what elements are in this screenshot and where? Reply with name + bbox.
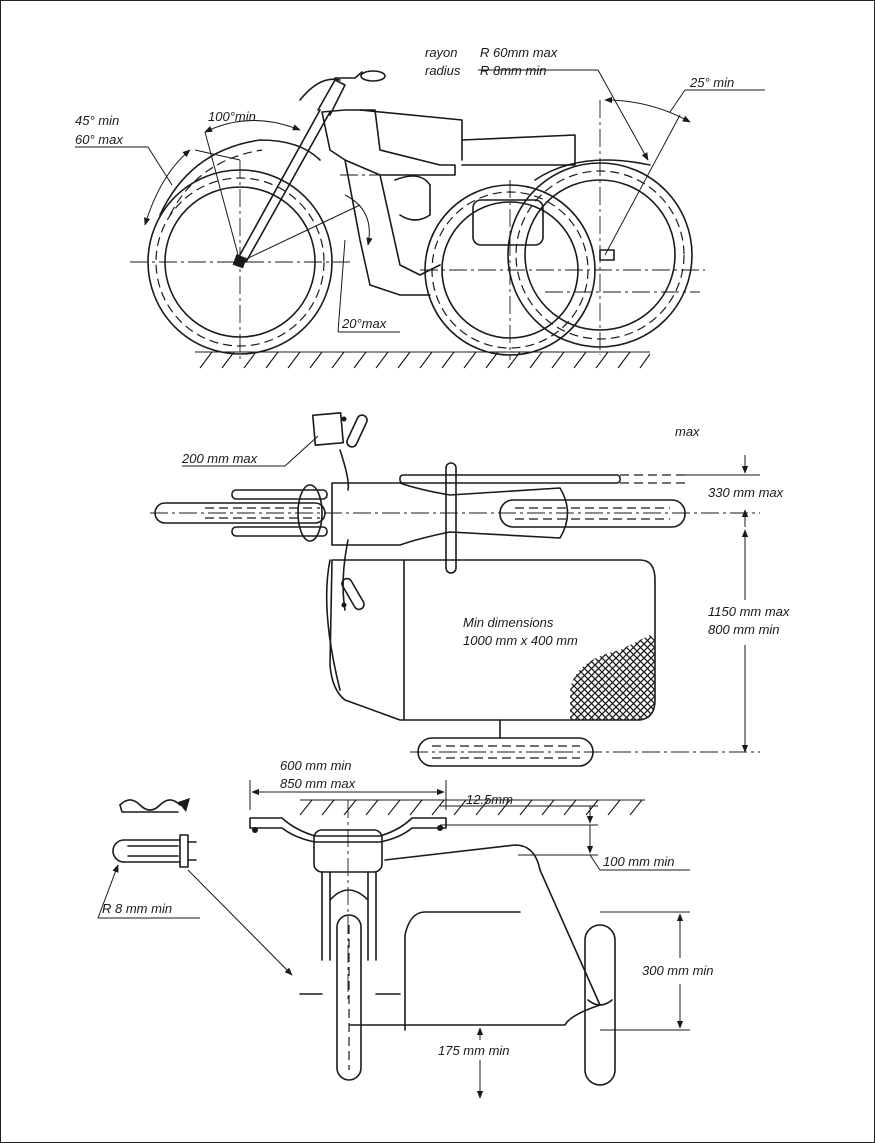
top-max-label: max <box>675 424 700 439</box>
ground-line-side <box>195 351 651 369</box>
side-view: rayon R 60mm max radius R 8mm min 25° mi… <box>75 45 765 369</box>
motorcycle-frame <box>321 109 576 296</box>
front-view: 600 mm min 850 mm max 12.5mm 100 mm min … <box>97 758 714 1099</box>
end-drop: 100 mm min <box>603 854 675 869</box>
mirror-dimension: 200 mm max <box>181 451 258 466</box>
track-min: 800 mm min <box>708 622 780 637</box>
top-view: max 200 mm max 330 mm max 1150 mm max 80… <box>150 412 790 767</box>
radius-end: R 8 mm min <box>102 901 172 916</box>
hatch-area <box>570 635 655 720</box>
top-rear-tyre <box>499 499 686 528</box>
box-size: 1000 mm x 400 mm <box>463 633 578 648</box>
angle-25-label: 25° min <box>689 75 734 90</box>
angle-100-label: 100°min <box>208 109 256 124</box>
handlebar-max: 850 mm max <box>280 776 356 791</box>
front-wheel <box>130 160 350 360</box>
end-dimension: 12.5mm <box>466 792 513 807</box>
front-sidecar-wheel <box>584 924 616 1086</box>
rayon-word: rayon <box>425 45 458 60</box>
top-body <box>331 482 569 546</box>
offset-dimension: 330 mm max <box>708 485 784 500</box>
top-headlight <box>297 484 323 542</box>
top-mirror <box>311 412 345 446</box>
angle-20-label: 20°max <box>341 316 387 331</box>
handlebar-min: 600 mm min <box>280 758 352 773</box>
ground-line-front <box>299 799 645 816</box>
radius-word: radius <box>425 63 461 78</box>
radius-value: R 8mm min <box>480 63 546 78</box>
angle-annotations <box>75 69 765 333</box>
front-fork <box>159 70 386 263</box>
radius-detail <box>97 798 293 976</box>
rear-wheel <box>507 100 700 355</box>
rayon-value: R 60mm max <box>480 45 558 60</box>
box-title: Min dimensions <box>463 615 554 630</box>
top-front-tyre <box>154 502 326 524</box>
front-handlebar <box>249 817 447 843</box>
front-sidecar-body <box>384 844 601 1026</box>
angle-45-label: 45° min <box>75 113 119 128</box>
sidecar-height: 300 mm min <box>642 963 714 978</box>
angle-60-label: 60° max <box>75 132 123 147</box>
ground-clearance: 175 mm min <box>438 1043 510 1058</box>
track-max: 1150 mm max <box>708 604 790 619</box>
sidecar-wheel <box>420 180 705 360</box>
front-view-wheel <box>336 914 362 1081</box>
